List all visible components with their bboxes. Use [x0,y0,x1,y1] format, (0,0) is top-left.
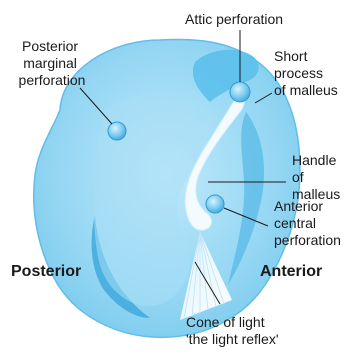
label-cone-of-light: Cone of light 'the light reflex' [186,314,279,347]
label-anterior-central-perforation: Anterior central perforation [274,198,341,248]
posterior-marginal-perforation [108,122,126,140]
label-anterior: Anterior [260,263,322,280]
label-attic-perforation: Attic perforation [185,11,283,27]
attic-perforation [230,82,250,102]
label-short-process-of-malleus: Short process of malleus [274,48,338,98]
label-handle-of-malleus: Handle of malleus [292,152,340,202]
label-posterior-marginal-perforation: Posterior marginal perforation [19,38,86,88]
anterior-central-perforation [206,195,224,213]
label-posterior: Posterior [11,263,81,280]
